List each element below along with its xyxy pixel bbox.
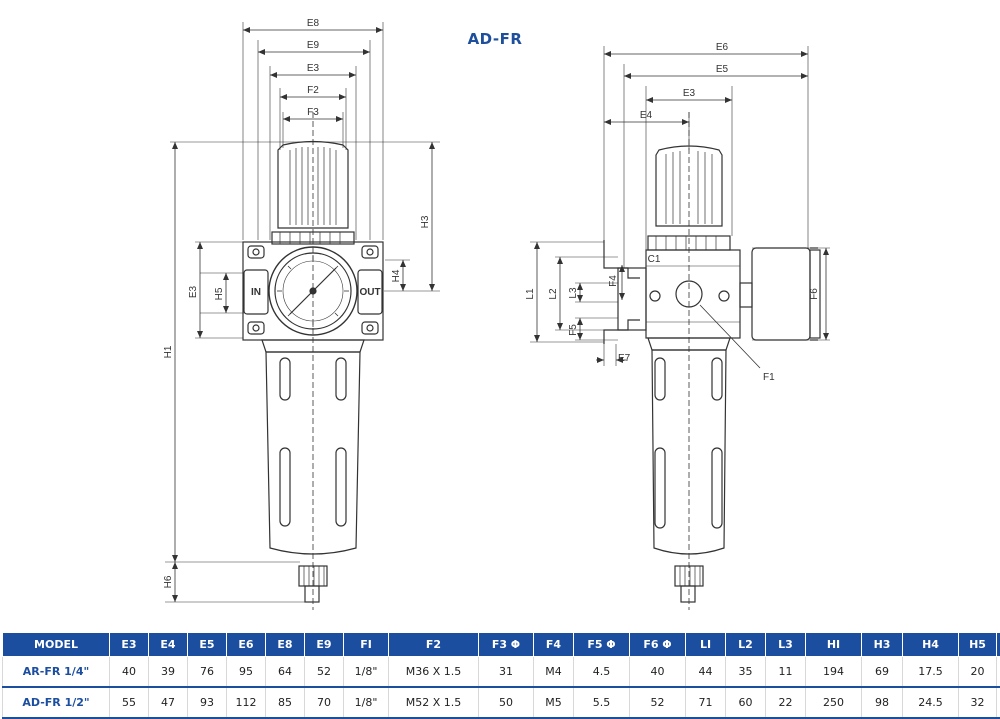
label-out-port: OUT [359,287,380,298]
label-e3-vertical: E3 [188,285,199,298]
table-cell: 35 [725,656,766,688]
header-h1: HI [805,632,862,657]
label-f2: F2 [307,85,319,96]
label-h4: H4 [391,269,402,282]
label-e5: E5 [716,64,729,75]
table-cell: 32 [958,687,997,719]
label-f5: F5 [568,324,579,336]
table-cell: 112 [226,687,266,719]
table-cell: 11 [765,656,806,688]
table-cell: 50 [478,687,534,719]
table-cell: 70 [304,687,344,719]
label-e4: E4 [640,110,653,121]
header-f6: F6 Φ [629,632,686,657]
label-in-port: IN [251,287,261,298]
label-f1: F1 [763,372,775,383]
label-l3: L3 [568,287,579,299]
label-e7: E7 [618,353,631,364]
header-h3: H3 [861,632,903,657]
table-cell: 4.5 [573,656,630,688]
table-cell: 1/8" [343,687,389,719]
diagram-title: AD-FR [467,30,523,48]
table-cell: 15 [996,687,1000,719]
table-cell: M52 X 1.5 [388,687,479,719]
label-f4: F4 [608,275,619,287]
front-dimension-labels: E8 E9 E3 F2 F3 H3 E3 H5 H4 H1 H6 IN OUT [163,18,431,588]
header-h4: H4 [902,632,959,657]
header-f2: F2 [388,632,479,657]
table-cell: 60 [725,687,766,719]
header-h6: H6 [996,632,1000,657]
header-h5: H5 [958,632,997,657]
label-e3-side: E3 [683,88,696,99]
side-dimension-labels: E6 E5 E3 E4 C1 F4 L1 L2 L3 F5 E7 F6 F1 [525,42,820,383]
header-f3: F3 Φ [478,632,534,657]
label-h3: H3 [420,215,431,228]
table-cell: 22 [765,687,806,719]
table-cell: 194 [805,656,862,688]
table-cell-model: AR-FR 1/4" [2,656,110,688]
table-cell: 52 [304,656,344,688]
table-header-row: MODEL E3 E4 E5 E6 E8 E9 FI F2 F3 Φ F4 F5… [2,632,1000,657]
table-cell: 31 [478,656,534,688]
table-cell: 20 [958,656,997,688]
label-f3: F3 [307,107,319,118]
table-row: AR-FR 1/4" 40 39 76 95 64 52 1/8" M36 X … [2,656,1000,688]
table-cell: 71 [685,687,726,719]
table-cell: 17.5 [902,656,959,688]
header-e3: E3 [109,632,149,657]
table-cell: 250 [805,687,862,719]
header-model: MODEL [2,632,110,657]
table-cell: 15 [996,656,1000,688]
header-e4: E4 [148,632,188,657]
header-l2: L2 [725,632,766,657]
label-e3: E3 [307,63,320,74]
label-c1: C1 [648,254,661,265]
header-e6: E6 [226,632,266,657]
table-cell: 5.5 [573,687,630,719]
table-cell: 69 [861,656,903,688]
table-cell: 98 [861,687,903,719]
header-e5: E5 [187,632,227,657]
table-cell: 64 [265,656,305,688]
table-cell: 47 [148,687,188,719]
table-cell: 85 [265,687,305,719]
table-cell: 40 [109,656,149,688]
label-e9: E9 [307,40,320,51]
label-e6: E6 [716,42,729,53]
table-cell: 55 [109,687,149,719]
table-cell: 40 [629,656,686,688]
header-e8: E8 [265,632,305,657]
header-l3: L3 [765,632,806,657]
side-view [530,46,830,610]
header-f1: FI [343,632,389,657]
table-cell-model: AD-FR 1/2" [2,687,110,719]
label-f6: F6 [809,288,820,300]
table-cell: 93 [187,687,227,719]
table-cell: 52 [629,687,686,719]
label-h6: H6 [163,575,174,588]
technical-drawing: E8 E9 E3 F2 F3 H3 E3 H5 H4 H1 H6 IN OUT [163,18,830,610]
table-cell: M4 [533,656,574,688]
header-l1: LI [685,632,726,657]
table-cell: 39 [148,656,188,688]
label-h1: H1 [163,345,174,358]
label-l2: L2 [548,288,559,300]
header-f4: F4 [533,632,574,657]
label-h5: H5 [214,287,225,300]
table-cell: M36 X 1.5 [388,656,479,688]
table-cell: 1/8" [343,656,389,688]
table-cell: M5 [533,687,574,719]
label-e8: E8 [307,18,320,29]
table-cell: 76 [187,656,227,688]
dimensions-table: MODEL E3 E4 E5 E6 E8 E9 FI F2 F3 Φ F4 F5… [2,632,1000,719]
label-l1: L1 [525,288,536,300]
table-cell: 44 [685,656,726,688]
header-e9: E9 [304,632,344,657]
table-cell: 24.5 [902,687,959,719]
header-f5: F5 Φ [573,632,630,657]
table-row: AD-FR 1/2" 55 47 93 112 85 70 1/8" M52 X… [2,687,1000,719]
front-view [165,22,440,610]
table-cell: 95 [226,656,266,688]
